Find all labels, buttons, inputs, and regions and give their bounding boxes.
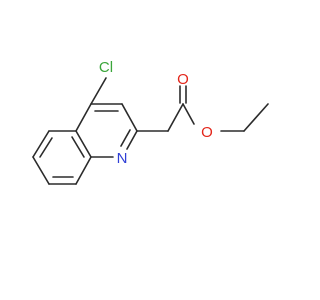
bond-c4-cl bbox=[90, 77, 107, 105]
bonds bbox=[32, 77, 269, 185]
atom-labels: Cl N O O bbox=[99, 59, 213, 167]
carbonyl-oxygen-label: O bbox=[177, 71, 189, 88]
nitrogen-label: N bbox=[117, 150, 128, 167]
chlorine-label: Cl bbox=[99, 59, 113, 76]
ester-oxygen-label: O bbox=[201, 124, 213, 141]
bond-ch2-co bbox=[167, 103, 184, 132]
bond-c2-n1-inner bbox=[120, 129, 131, 147]
bond-c6-c7 bbox=[32, 156, 50, 185]
molecule-drawing: Cl N O O bbox=[32, 59, 269, 185]
bond-c3-c2 bbox=[121, 103, 138, 132]
bond-c5-c6-inner bbox=[39, 137, 53, 158]
structure-canvas: Cl N O O bbox=[32, 59, 269, 185]
bond-c8a-c4a-inner bbox=[71, 136, 85, 158]
bond-c5-c6 bbox=[32, 130, 50, 158]
bond-ch2-ch3 bbox=[243, 103, 269, 132]
bond-c4a-c4 bbox=[75, 103, 92, 132]
bond-co-oester bbox=[182, 103, 195, 125]
bond-c8a-c4a bbox=[75, 130, 92, 158]
bond-c8-c8a bbox=[75, 156, 92, 185]
bond-c2-n1 bbox=[126, 130, 138, 150]
